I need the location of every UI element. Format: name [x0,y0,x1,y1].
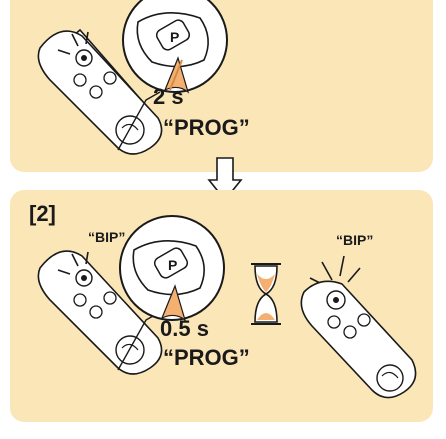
step-2-bip-left: “BIP” [88,229,126,245]
step-2-prog-label: “PROG” [163,345,250,370]
step-2-remote-illustration: P [37,215,225,375]
step-1-illustration: P [37,0,228,155]
step-2-bip-right: “BIP” [336,232,374,248]
finger-press-icon [163,56,190,94]
step-1-duration: 2 s [153,84,184,109]
step-2-right-remote [300,255,417,399]
step-1-prog-label: “PROG” [163,115,250,140]
step-2-duration: 0.5 s [160,316,209,341]
step-2-label: [2] [29,201,56,226]
finger-press-icon [160,284,187,322]
svg-text:P: P [168,257,177,273]
hourglass-icon [251,263,281,325]
svg-text:P: P [170,29,179,45]
